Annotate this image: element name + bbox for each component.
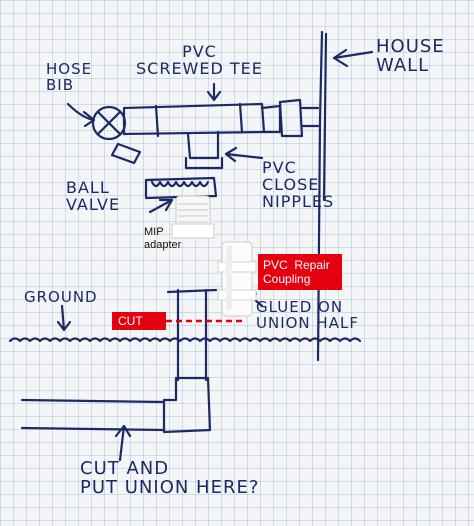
horizontal-pipe-bottom [20, 426, 166, 432]
ball-valve-body [144, 176, 218, 200]
pvc-repair-coupling-label: PVC Repair Coupling [258, 254, 342, 290]
cut-and-put-union-here-label: CUT AND PUT UNION HERE? [80, 458, 260, 498]
tee-collar [154, 104, 160, 138]
ball-valve-coil [150, 180, 210, 188]
horizontal-pipe-top [20, 398, 166, 404]
ground-label: GROUND [24, 288, 98, 306]
hose-bib-label: HOSE BIB [46, 60, 93, 94]
ball-valve-arrow [148, 198, 174, 214]
nipple-arrow [224, 146, 264, 163]
pvc-close-nipples-label: PVC CLOSE NIPPLES [262, 158, 335, 211]
close-nipple [184, 156, 224, 170]
ground-arrow [56, 304, 72, 332]
hose-bib-arrow [66, 102, 96, 128]
hose-bib-x [97, 111, 121, 135]
tee-arrow [206, 82, 222, 102]
ball-valve-label: BALL VALVE [66, 178, 121, 214]
hose-bib-spout [110, 142, 142, 165]
house-wall-line-2 [322, 32, 328, 202]
tee-stem [186, 130, 220, 160]
elbow [162, 376, 212, 434]
glued-on-union-half-label: GLUED ON UNION HALF [256, 298, 359, 332]
union-arrow [114, 424, 132, 462]
repair-coupling-photo [217, 241, 257, 317]
cut-label: CUT [112, 312, 166, 330]
house-wall-label: HOUSE WALL [376, 36, 445, 76]
riser-cap [166, 288, 218, 294]
mip-adapter-label: MIP adapter [144, 226, 182, 251]
tee-body [122, 102, 266, 136]
mip-adapter-photo [171, 195, 215, 239]
wall-pipe [300, 106, 320, 128]
pvc-screwed-tee-label: PVC SCREWED TEE [136, 42, 263, 78]
house-wall-arrow [332, 48, 374, 68]
wall-fitting [278, 98, 304, 138]
ground-line [8, 337, 362, 343]
tee-collar-right [238, 102, 244, 134]
